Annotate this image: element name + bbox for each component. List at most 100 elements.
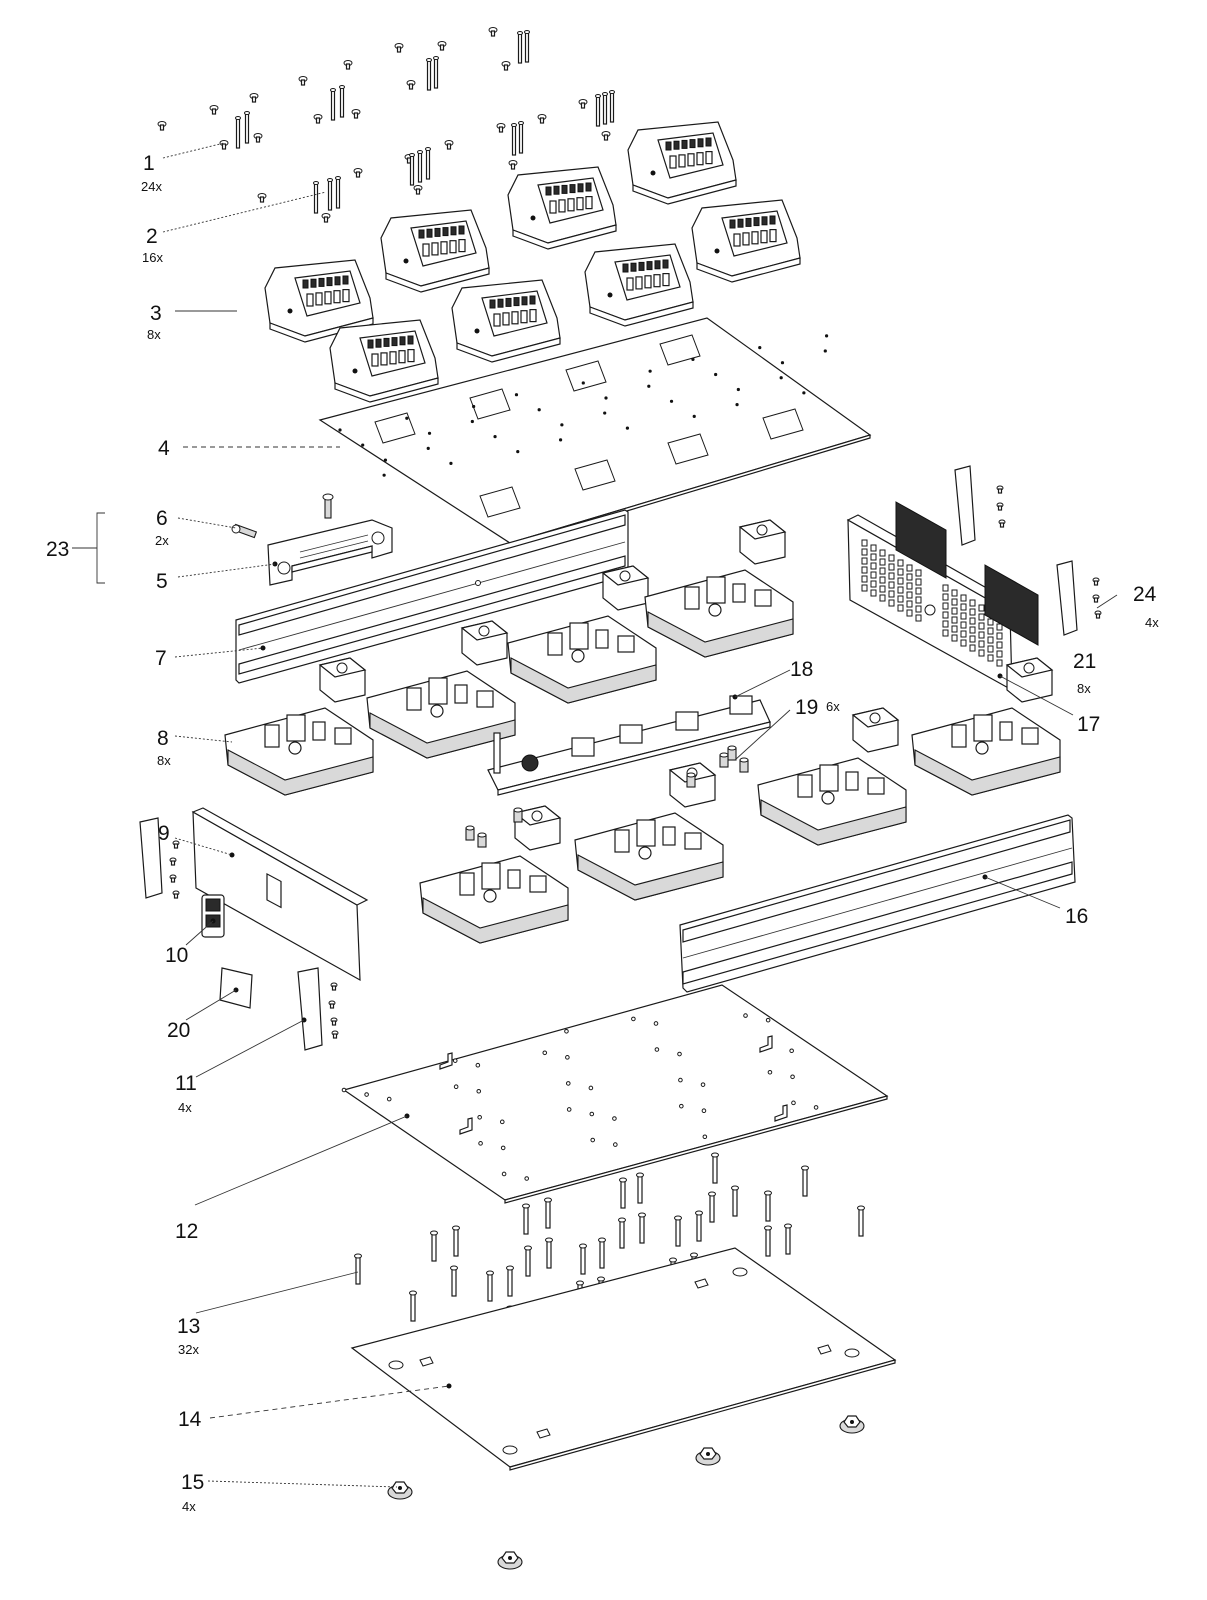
- short-screw: [249, 93, 259, 103]
- pin-screw: [425, 147, 431, 180]
- long-screw: [731, 1185, 739, 1217]
- short-screw: [537, 114, 547, 124]
- carry-handle: [267, 519, 393, 586]
- long-screw: [450, 1265, 458, 1297]
- pin-screw: [244, 111, 250, 144]
- side-handle-top: [954, 465, 1078, 636]
- charger-module: [419, 805, 569, 944]
- top-plate: [318, 317, 872, 547]
- long-screw: [764, 1190, 772, 1222]
- short-screw: [343, 60, 353, 70]
- callout-6-number: 6: [156, 507, 168, 530]
- charging-cup: [507, 166, 617, 250]
- callout-8-number: 8: [157, 727, 169, 750]
- charger-module: [224, 657, 374, 796]
- charging-cup: [380, 209, 490, 293]
- short-screw: [413, 185, 423, 195]
- callout-13-qty: 32x: [178, 1342, 199, 1357]
- charger-module: [911, 657, 1061, 796]
- long-screw: [801, 1165, 809, 1197]
- long-screw: [598, 1237, 606, 1269]
- long-screw: [579, 1243, 587, 1275]
- rubber-foot: [497, 1551, 523, 1570]
- callout-3-qty: 8x: [147, 327, 161, 342]
- pin-screw: [518, 121, 524, 154]
- bottom-plate: [350, 1247, 897, 1471]
- callout-4-number: 4: [158, 437, 170, 460]
- long-screw: [708, 1191, 716, 1223]
- charging-cup: [627, 121, 737, 205]
- long-screw: [636, 1172, 644, 1204]
- pin-screw: [235, 116, 241, 149]
- charger-module: [366, 620, 516, 759]
- short-screw: [508, 160, 518, 170]
- rubber-foot: [695, 1447, 721, 1466]
- callout-2-qty: 16x: [142, 250, 163, 265]
- short-screw: [209, 105, 219, 115]
- charging-cup: [264, 259, 374, 343]
- short-screw: [437, 41, 447, 51]
- long-screw: [545, 1237, 553, 1269]
- charging-cup: [584, 243, 694, 327]
- callout-18-number: 18: [790, 658, 813, 681]
- short-screw: [353, 168, 363, 178]
- long-screw: [522, 1203, 530, 1235]
- charging-cup: [691, 199, 801, 283]
- short-screw: [444, 140, 454, 150]
- callout-11-number: 11: [175, 1072, 197, 1095]
- long-screw: [619, 1177, 627, 1209]
- callout-11-qty: 4x: [178, 1100, 192, 1115]
- callout-leaders: [72, 142, 1118, 1488]
- callout-5-number: 5: [156, 570, 168, 593]
- pin-screw: [335, 176, 341, 209]
- callout-17-number: 17: [1077, 713, 1100, 736]
- callout-19-qty: 6x: [826, 699, 840, 714]
- front-panel: [191, 807, 369, 982]
- callout-16-number: 16: [1065, 905, 1088, 928]
- long-screw: [506, 1265, 514, 1297]
- side-handle-front: [139, 817, 323, 1051]
- display-module: [201, 894, 225, 938]
- long-screw: [486, 1270, 494, 1302]
- short-screw: [298, 76, 308, 86]
- pin-screw: [339, 85, 345, 118]
- callout-10-number: 10: [165, 944, 188, 967]
- callout-labels: 1 24x 2 16x 3 8x 4 6 2x 5 23 7 8 8x 9 10…: [46, 152, 1159, 1514]
- pcb-spacers: [465, 745, 749, 848]
- short-screw: [578, 99, 588, 109]
- pin-screw: [330, 88, 336, 121]
- callout-3-number: 3: [150, 302, 162, 325]
- callout-19-number: 19: [795, 696, 818, 719]
- pin-screw: [433, 56, 439, 89]
- long-screw: [544, 1197, 552, 1229]
- long-screw: [764, 1225, 772, 1257]
- long-screws: [354, 1152, 865, 1337]
- short-screw: [253, 133, 263, 143]
- callout-12-number: 12: [175, 1220, 198, 1243]
- short-screw: [157, 121, 167, 131]
- short-screw: [601, 131, 611, 141]
- callout-24-qty: 4x: [1145, 615, 1159, 630]
- long-screw: [711, 1152, 719, 1184]
- pin-screw: [517, 31, 523, 64]
- long-screw: [354, 1253, 362, 1285]
- short-screw: [394, 43, 404, 53]
- callout-6-qty: 2x: [155, 533, 169, 548]
- long-screw: [857, 1205, 865, 1237]
- callout-1-number: 1: [143, 152, 155, 175]
- callout-21-number: 21: [1073, 650, 1096, 673]
- charger-modules: [224, 519, 1061, 944]
- callout-21-qty: 8x: [1077, 681, 1091, 696]
- rubber-foot: [839, 1415, 865, 1434]
- pin-screw: [409, 153, 415, 186]
- pin-screw: [313, 181, 319, 214]
- short-screw: [219, 140, 229, 150]
- charger-module: [574, 762, 724, 901]
- long-screw: [695, 1210, 703, 1242]
- rubber-feet: [387, 1415, 865, 1570]
- callout-7-number: 7: [155, 647, 167, 670]
- charger-module: [507, 565, 657, 704]
- pin-screw: [595, 94, 601, 127]
- callout-20-number: 20: [167, 1019, 190, 1042]
